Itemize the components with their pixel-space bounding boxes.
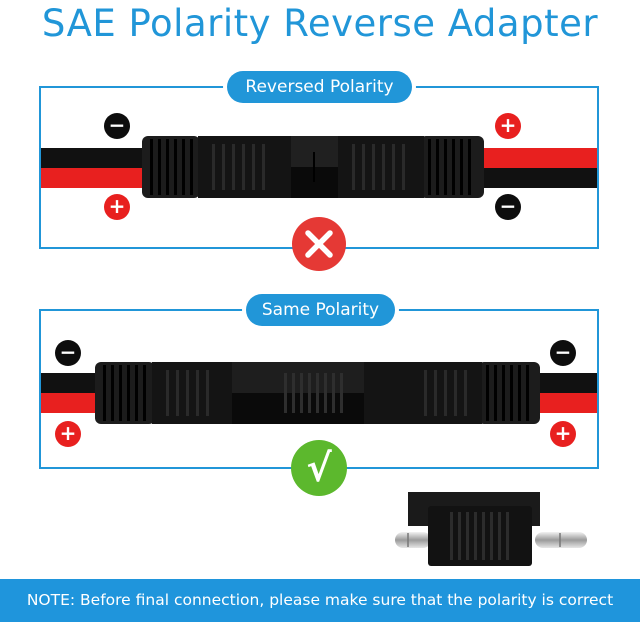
same-coupler <box>232 362 366 424</box>
page-title: SAE Polarity Reverse Adapter <box>41 2 599 45</box>
bottom-right-negative-marker: − <box>550 340 576 366</box>
reversed-connector-left <box>142 136 293 198</box>
reversed-coupler <box>291 136 338 198</box>
bottom-left-negative-marker: − <box>55 340 81 366</box>
top-right-negative-marker: − <box>495 194 521 220</box>
top-left-positive-marker: + <box>104 194 130 220</box>
same-polarity-label: Same Polarity <box>246 294 395 326</box>
top-left-negative-marker: − <box>104 113 130 139</box>
reversed-connector-right <box>336 136 484 198</box>
same-wires <box>41 373 597 413</box>
adapter-product-photo <box>395 492 587 566</box>
top-right-positive-marker: + <box>495 113 521 139</box>
checkmark-icon: √ <box>291 440 347 496</box>
reversed-wires <box>41 148 597 188</box>
reversed-polarity-label: Reversed Polarity <box>227 71 412 103</box>
polarity-note: NOTE: Before final connection, please ma… <box>0 579 640 622</box>
bottom-left-positive-marker: + <box>55 421 81 447</box>
bottom-right-positive-marker: + <box>550 421 576 447</box>
same-connector-right <box>364 362 540 424</box>
cross-icon <box>292 217 346 271</box>
